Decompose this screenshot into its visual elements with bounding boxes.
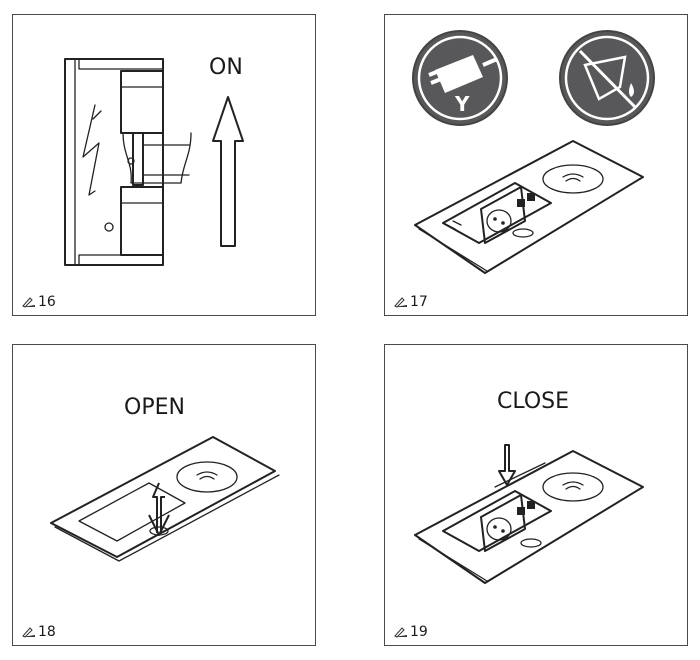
circuit-breaker-switch-on-illustration	[64, 58, 244, 266]
lightning-bolt-icon	[82, 104, 100, 196]
figure-16-panel: ON 16	[12, 14, 316, 316]
socket-unit-close-illustration	[414, 444, 644, 584]
figure-17-panel: Y 17	[384, 14, 688, 316]
socket-unit-warning-symbols: Y	[412, 30, 655, 274]
pencil-ruler-icon	[394, 297, 407, 308]
socket-unit-tray	[414, 450, 644, 584]
breaker-housing	[64, 58, 164, 266]
pencil-ruler-icon	[22, 297, 35, 308]
svg-text:Y: Y	[454, 92, 470, 116]
figure-number-19: 19	[393, 624, 428, 640]
pencil-ruler-icon	[22, 627, 35, 638]
arrow-down-icon	[498, 444, 516, 486]
arrow-up-icon	[212, 96, 244, 247]
caption-close: CLOSE	[497, 389, 570, 414]
pencil-ruler-icon	[394, 627, 407, 638]
no-liquid-spill-icon	[559, 30, 655, 126]
caption-on: ON	[209, 55, 243, 80]
socket-unit-open-illustration	[50, 436, 280, 562]
socket-unit-tray	[414, 140, 644, 274]
figure-19-panel: CLOSE 19	[384, 344, 688, 646]
figure-number-16: 16	[21, 294, 56, 310]
figure-number-18: 18	[21, 624, 56, 640]
figure-18-panel: OPEN 18	[12, 344, 316, 646]
figure-number-17: 17	[393, 294, 428, 310]
type-e-plug-icon: Y	[412, 30, 508, 126]
socket-unit-cover	[50, 436, 276, 558]
arrow-down-icon	[152, 482, 160, 533]
caption-open: OPEN	[124, 395, 185, 420]
